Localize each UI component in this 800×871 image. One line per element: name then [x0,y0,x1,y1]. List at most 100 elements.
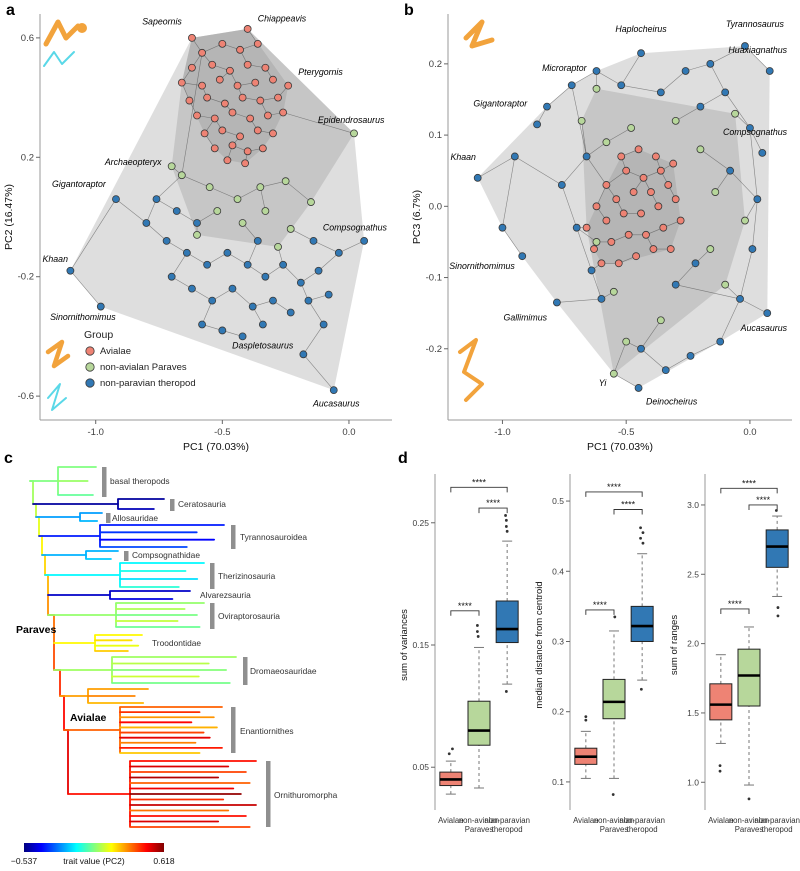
y-tick-label: -0.2 [426,344,442,355]
phylo-edge [146,222,167,242]
taxon-label: Aucasaurus [740,323,788,333]
scatter-point-avialae [619,209,628,218]
clade-bar [170,499,175,511]
phylo-edge [715,170,731,193]
scatter-point-avialae [634,145,643,154]
scatter-point-avialae [614,259,623,268]
clade-bar [231,707,236,753]
significance-label: **** [756,495,771,505]
scatter-point-avialae [198,48,206,57]
phylo-edge [561,156,587,186]
phylo-edge [739,248,753,299]
outlier-point [476,635,480,638]
significance-label: **** [458,601,473,611]
significance-bracket [585,491,643,497]
scatter-point-theropod [172,207,181,215]
outlier-point [504,518,508,522]
scatter-point-paraves [307,198,315,206]
outlier-point [505,529,509,533]
scatter-point-avialae [637,209,645,218]
scatter-point-paraves [609,369,618,378]
scatter-point-theropod [763,309,772,318]
scatter-point-theropod [304,296,313,305]
scatter-point-theropod [261,272,270,281]
phylo-edge [675,284,741,300]
taxon-label: Khaan [43,254,69,264]
scatter-point-paraves [261,207,270,215]
outlier-point [613,615,617,619]
scatter-point-paraves [696,145,705,154]
box-x-label: Paraves [600,825,629,834]
scatter-point-paraves [177,171,186,180]
scatter-point-avialae [218,126,227,135]
phylo-edge [546,85,572,107]
phylo-edge [744,199,758,221]
phylo-edge [313,240,339,254]
phylo-edge [685,63,711,72]
scatter-point-theropod [243,260,252,269]
scatter-point-avialae [676,216,685,225]
phylo-edge [744,45,770,72]
scatter-point-theropod [309,236,318,245]
scatter-point-theropod [248,302,257,311]
phylo-edge [606,170,627,186]
phylo-edge [247,240,259,265]
box-avialae [709,683,733,721]
taxon-label: Chiappeavis [258,13,307,23]
trait-colorbar [24,843,164,852]
scatter-point-avialae [208,60,217,69]
outlier-point [718,764,722,768]
legend-title: Group [84,329,113,341]
significance-bracket [450,610,480,616]
scatter-point-avialae [233,81,242,90]
phylo-edge [502,227,523,257]
phylo-edge [242,222,259,242]
scatter-point-avialae [617,152,626,161]
scatter-point-avialae [203,93,212,102]
taxon-label: Yi [599,378,608,388]
scatter-point-avialae [188,63,196,72]
scatter-point-theropod [329,386,338,395]
outlier-point [504,525,508,528]
clade-bar [266,761,271,827]
scatter-point-theropod [656,88,665,97]
tree-chart: basal theropodsCeratosauriaAllosauridaeT… [11,466,338,866]
legend-swatch-theropod [85,378,95,388]
tree-backbone-segment [59,695,65,731]
phylo-edge [186,252,208,266]
scatter-point-theropod [758,148,767,157]
clade-label: Therizinosauria [218,571,276,581]
scatter-point-avialae [642,230,650,239]
phylo-edge [613,341,627,374]
scatter-point-theropod [726,166,735,175]
scatter-point-avialae [228,108,237,117]
phylo-edge [290,228,314,242]
scatter-point-theropod [167,272,176,281]
scatter-point-theropod [286,308,295,317]
phylo-edge [710,45,746,65]
legend-swatch-paraves [85,362,95,372]
phylo-edge [749,127,758,200]
legend-item-label: non-avialan Paraves [100,362,187,373]
phylo-edge [338,240,365,254]
box-x-label: non-avialan [594,816,634,825]
significance-bracket [720,487,778,494]
scatter-point-avialae [243,147,252,156]
convex-hull [171,28,354,247]
taxon-label: Gigantoraptor [52,179,107,189]
box-y-tick-label: 0.3 [552,636,564,646]
phylo-edge [196,210,218,224]
x-axis-title: PC1 (70.03%) [587,441,653,453]
scatter-point-avialae [251,78,260,87]
taxon-label: Haplocheirus [615,24,667,34]
x-tick-label: -1.0 [494,427,510,438]
scatter-point-paraves [205,183,214,192]
clade-bar [124,551,129,561]
box-x-label: Avialae [708,816,733,825]
scatter-point-paraves [193,231,201,239]
scatter-point-theropod [746,124,754,132]
scatter-point-theropod [510,152,519,161]
scatter-point-theropod [592,67,601,75]
